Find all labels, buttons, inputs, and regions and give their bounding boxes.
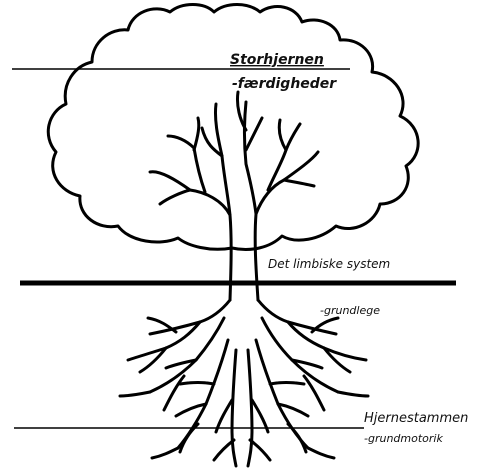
tree-roots — [120, 300, 368, 466]
tree-crown — [48, 5, 418, 250]
brainstem-title: Hjernestammen — [364, 411, 468, 426]
cerebrum-subtitle: -færdigheder — [232, 76, 337, 92]
limbic-subtitle: -grundlege — [320, 304, 380, 317]
limbic-title: Det limbiske system — [268, 257, 390, 271]
cerebrum-title: Storhjernen — [230, 52, 324, 68]
brainstem-subtitle: -grundmotorik — [364, 432, 443, 445]
